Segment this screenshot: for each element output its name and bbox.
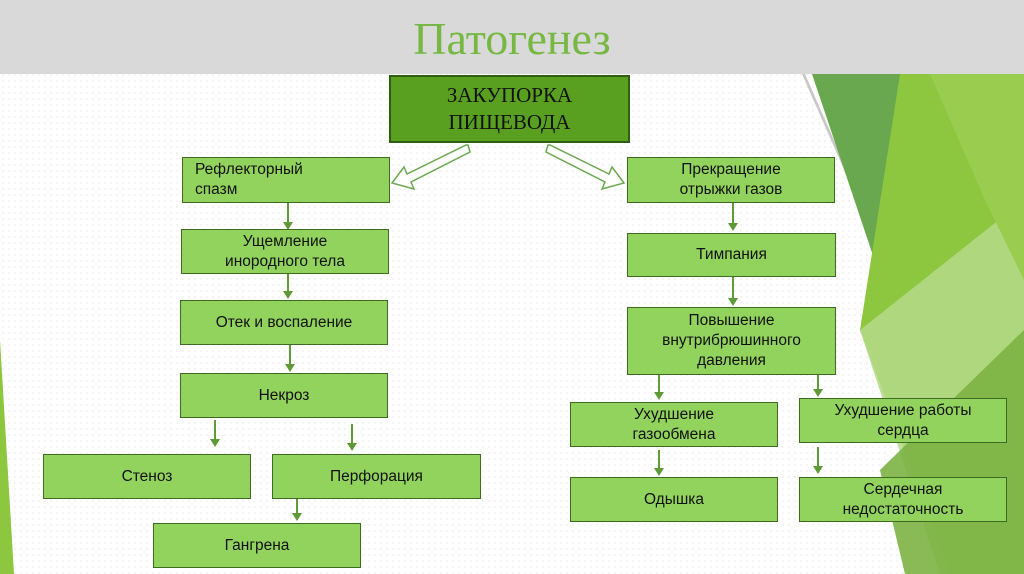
arrow-spasm-to-foreign-body — [283, 202, 293, 230]
node-foreign-body: Ущемление инородного тела — [181, 229, 389, 274]
arrow-necrosis-to-stenosis — [210, 420, 220, 447]
arrow-necrosis-to-perforation — [347, 424, 357, 451]
arrow-edema-to-necrosis — [285, 345, 295, 372]
arrow-gas-exchange-to-dyspnea — [654, 450, 664, 476]
arrow-foreign-body-to-edema — [283, 273, 293, 299]
green-facet-left-edge — [0, 340, 14, 574]
arrow-gas-stop-to-tympania — [728, 202, 738, 231]
node-root: ЗАКУПОРКА ПИЩЕВОДА — [389, 75, 630, 143]
arrow-root-to-reflex-spasm — [390, 144, 471, 191]
node-gas-stop: Прекращение отрыжки газов — [627, 157, 835, 203]
node-stenosis: Стеноз — [43, 454, 251, 499]
node-heart-failure: Сердечная недостаточность — [799, 477, 1007, 522]
node-gas-exchange: Ухудшение газообмена — [570, 402, 778, 447]
arrow-perforation-to-gangrene — [292, 497, 302, 521]
node-gangrene: Гангрена — [153, 523, 361, 568]
node-edema: Отек и воспаление — [180, 300, 388, 345]
arrow-root-to-gas-stop — [545, 144, 626, 191]
node-perforation: Перфорация — [272, 454, 481, 499]
node-pressure: Повышение внутрибрюшинного давления — [627, 307, 836, 375]
arrow-pressure-to-gas-exchange — [654, 375, 664, 400]
node-reflex-spasm: Рефлекторный спазм — [182, 157, 390, 203]
page-title: Патогенез — [413, 13, 611, 64]
green-facet-mid — [930, 74, 1024, 280]
node-tympania: Тимпания — [627, 233, 836, 277]
arrow-tympania-to-pressure — [728, 276, 738, 306]
title-bar — [0, 0, 1024, 74]
arrow-pressure-to-heart — [813, 375, 823, 397]
node-heart: Ухудшение работы сердца — [799, 398, 1007, 443]
node-dyspnea: Одышка — [570, 477, 778, 522]
arrow-heart-to-heart-failure — [813, 447, 823, 474]
node-necrosis: Некроз — [180, 373, 388, 418]
